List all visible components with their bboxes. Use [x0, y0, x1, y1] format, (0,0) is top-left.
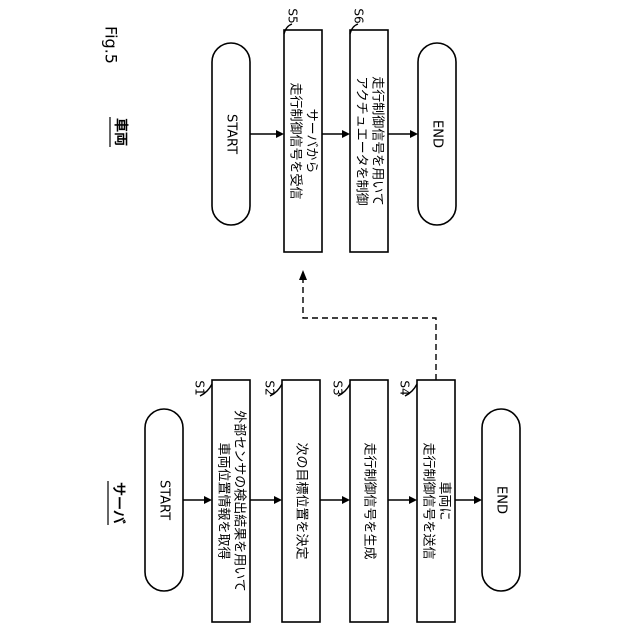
vehicle-end-label: END: [430, 120, 445, 148]
step-s5-text-line2: 走行制御信号を受信: [288, 82, 303, 199]
vehicle-heading: 車両: [112, 118, 129, 146]
step-s1-text-line1: 外部センサの検出結果を用いて: [232, 410, 247, 592]
server-arrowhead-end: [474, 496, 482, 504]
server-arrowhead-s1: [204, 496, 212, 504]
step-s4-text-line2: 走行制御信号を送信: [421, 442, 436, 559]
vehicle-start-label: START: [224, 114, 239, 154]
step-s5-id: S5: [286, 8, 300, 23]
signal-link-s4-to-s5: [303, 278, 436, 380]
step-s1-text-line2: 車両位置情報を取得: [216, 442, 232, 559]
vehicle-arrowhead-end: [410, 130, 418, 138]
step-s6-text-line1: 走行制御信号を用いて: [370, 76, 385, 206]
server-start-label: START: [157, 480, 172, 520]
server-arrowhead-s4: [409, 496, 417, 504]
figure-label: Fig.5: [102, 26, 121, 64]
server-arrowhead-s3: [342, 496, 350, 504]
step-s4-text-line1: 車両に: [437, 481, 452, 520]
step-s5-text-line1: サーバから: [304, 109, 319, 174]
step-s3-text-line1: 走行制御信号を生成: [362, 442, 377, 559]
vehicle-heading-group: 車両: [110, 117, 129, 147]
figure-label-group: Fig.5: [102, 26, 121, 64]
vehicle-arrowhead-s6: [342, 130, 350, 138]
vehicle-arrowhead-s5: [276, 130, 284, 138]
server-arrowhead-s2: [274, 496, 282, 504]
server-end-label: END: [494, 486, 509, 514]
step-s6-id: S6: [352, 8, 366, 23]
signal-link-arrowhead: [299, 270, 307, 280]
server-heading-group: サーバ: [108, 481, 126, 525]
step-s6-text-line2: アクチュエータを制御: [354, 76, 369, 205]
server-heading: サーバ: [110, 482, 126, 524]
step-s2-text-line1: 次の目標位置を決定: [294, 442, 310, 559]
